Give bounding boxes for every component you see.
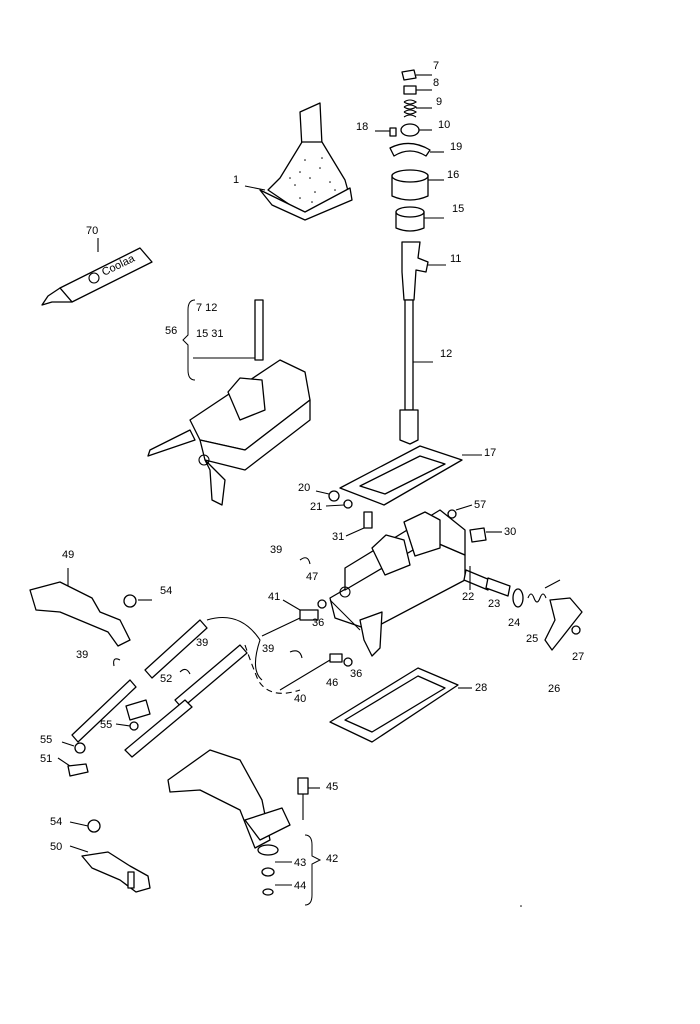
small-parts-column	[375, 69, 444, 157]
grease-tube-part-70: Coolaa	[41, 238, 153, 306]
callout-28: 28	[475, 682, 487, 694]
callout-24: 24	[508, 617, 520, 629]
shift-housing-assembly-56	[147, 299, 311, 506]
callout-70: 70	[86, 225, 98, 237]
callout-51: 51	[40, 753, 52, 765]
shift-boot-part-1	[244, 102, 353, 221]
brace-56	[182, 299, 196, 381]
callout-42: 42	[326, 853, 338, 865]
callout-11: 11	[450, 253, 461, 265]
callout-18: 18	[356, 121, 368, 133]
selector-linkage-22-27	[469, 566, 583, 651]
gasket-part-17	[339, 445, 482, 506]
callout-54-a: 54	[160, 585, 172, 597]
callout-7: 7	[433, 60, 439, 72]
callout-9: 9	[436, 96, 442, 108]
callout-22: 22	[462, 591, 474, 603]
callout-23: 23	[488, 598, 500, 610]
lower-shift-housing	[329, 509, 491, 657]
callout-49: 49	[62, 549, 74, 561]
lever-part-50	[69, 819, 151, 893]
callout-36-a: 36	[312, 617, 324, 629]
callout-39-a: 39	[270, 544, 282, 556]
clips	[113, 557, 311, 675]
callout-50: 50	[50, 841, 62, 853]
callout-47: 47	[306, 571, 318, 583]
callout-20: 20	[298, 482, 310, 494]
callout-57: 57	[474, 499, 486, 511]
bushings-55-51	[57, 699, 151, 777]
callout-8: 8	[433, 77, 439, 89]
callout-12: 12	[440, 348, 452, 360]
callout-39-c: 39	[262, 643, 274, 655]
callout-30: 30	[504, 526, 516, 538]
callout-41: 41	[268, 591, 280, 603]
callout-21: 21	[310, 501, 322, 513]
callout-27: 27	[572, 651, 584, 663]
callout-52: 52	[160, 673, 172, 685]
bearing-parts-16-15	[391, 169, 444, 232]
callout-54-b: 54	[50, 816, 62, 828]
callout-15: 15	[452, 203, 464, 215]
callout-55-a: 55	[100, 719, 112, 731]
shift-lever-parts-11-12	[399, 241, 446, 445]
shift-cables	[71, 599, 361, 758]
callout-46: 46	[326, 677, 338, 689]
brace-42	[304, 834, 322, 906]
callout-1: 1	[233, 174, 239, 186]
bracket-assembly-42	[167, 749, 320, 896]
callout-56-sub-a: 7 12	[196, 302, 217, 314]
cover-plate-part-28	[329, 667, 472, 743]
callout-19: 19	[450, 141, 462, 153]
callout-43: 43	[294, 857, 306, 869]
callout-56-sub-b: 15 31	[196, 328, 224, 340]
callout-55-b: 55	[40, 734, 52, 746]
callout-16: 16	[447, 169, 459, 181]
fastener-parts	[315, 490, 502, 543]
callout-45: 45	[326, 781, 338, 793]
callout-31: 31	[332, 531, 344, 543]
callout-17: 17	[484, 447, 496, 459]
lever-part-49	[29, 568, 152, 647]
callout-39-d: 39	[76, 649, 88, 661]
callout-26: 26	[548, 683, 560, 695]
stray-dot	[520, 905, 522, 907]
callout-36-b: 36	[350, 668, 362, 680]
callout-40: 40	[294, 693, 306, 705]
callout-56: 56	[165, 325, 177, 337]
callout-44: 44	[294, 880, 306, 892]
callout-10: 10	[438, 119, 450, 131]
callout-39-b: 39	[196, 637, 208, 649]
callout-25: 25	[526, 633, 538, 645]
